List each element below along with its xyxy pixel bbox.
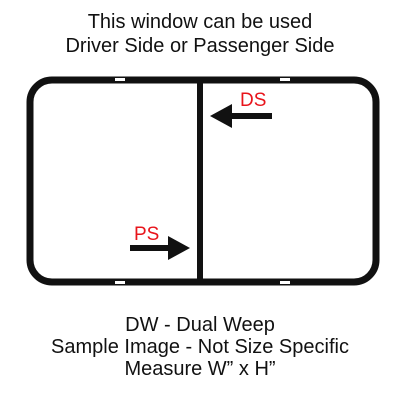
weep-slot-top-right <box>280 78 290 81</box>
ds-arrow-icon <box>210 104 272 128</box>
ps-arrow-icon <box>130 236 190 260</box>
weep-slot-bottom-left <box>115 281 125 284</box>
footer-line-3: Measure W” x H” <box>124 358 276 380</box>
footer-line-1: DW - Dual Weep <box>125 314 275 336</box>
header-caption: This window can be used Driver Side or P… <box>0 10 400 58</box>
footer-line-2: Sample Image - Not Size Specific <box>51 336 349 358</box>
weep-slot-top-left <box>115 78 125 81</box>
ds-label: DS <box>240 90 266 111</box>
ps-label: PS <box>134 224 159 245</box>
header-line-1: This window can be used <box>87 11 313 33</box>
weep-slot-bottom-right <box>280 281 290 284</box>
footer-caption: DW - Dual Weep Sample Image - Not Size S… <box>0 314 400 380</box>
header-line-2: Driver Side or Passenger Side <box>65 35 335 57</box>
